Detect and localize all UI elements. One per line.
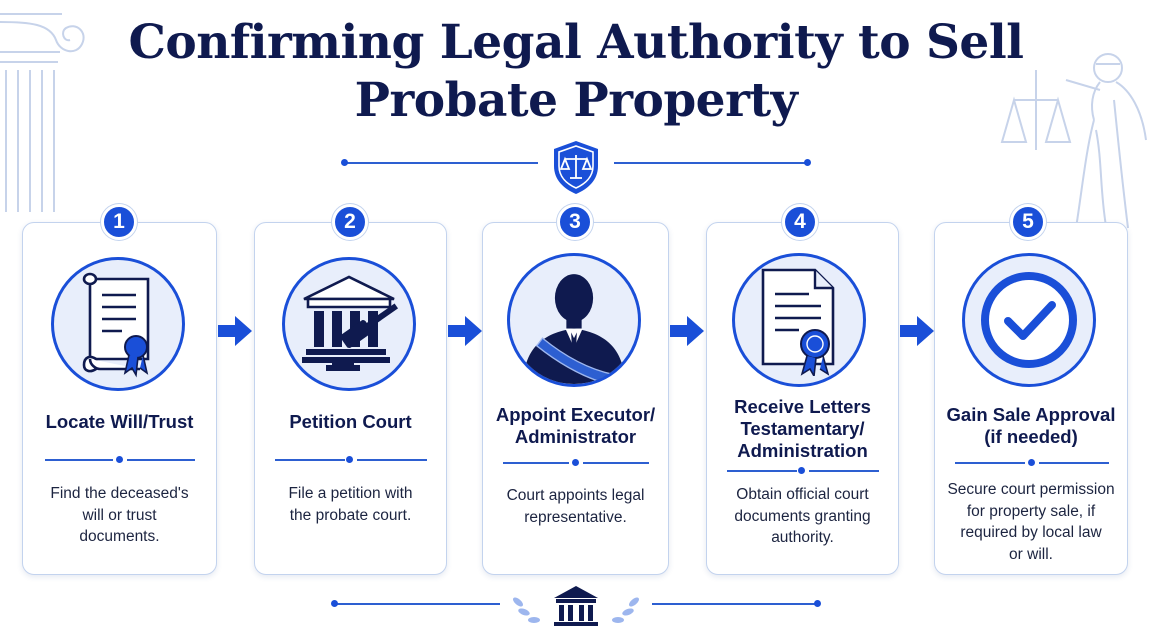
step-2-title: Petition Court <box>289 411 412 432</box>
step-card-3: Appoint Executor/ Administrator Court ap… <box>482 222 669 575</box>
step-3-separator-left <box>503 462 569 464</box>
arrow-right-icon <box>448 316 482 346</box>
step-1-separator-dot <box>116 456 123 463</box>
step-5-number-badge: 5 <box>1010 204 1046 240</box>
step-3-number-badge: 3 <box>557 204 593 240</box>
step-card-5: Gain Sale Approval (if needed) Secure co… <box>934 222 1128 575</box>
lady-justice-decoration <box>1000 53 1147 229</box>
step-3-separator-dot <box>572 459 579 466</box>
step-5-separator-right <box>1039 462 1109 464</box>
step-5-icon-circle <box>962 253 1096 387</box>
step-5-description: Secure court permission for property sal… <box>947 481 1115 563</box>
footer-rule-left <box>335 603 500 605</box>
page-title: Confirming Legal Authority to Sell Proba… <box>128 15 1024 128</box>
step-2-separator-dot <box>346 456 353 463</box>
step-card-4: Receive Letters Testamentary/ Administra… <box>706 222 899 575</box>
arrow-right-icon <box>670 316 704 346</box>
header-rule-dot-left <box>341 159 348 166</box>
header-rule-left <box>345 162 538 164</box>
certificate-document-icon <box>761 268 835 376</box>
will-scroll-icon <box>82 272 150 378</box>
step-card-2: Petition Court File a petition with the … <box>254 222 447 575</box>
step-4-title: Receive Letters Testamentary/ Administra… <box>734 396 871 461</box>
header-rule-dot-right <box>804 159 811 166</box>
step-4-icon-circle <box>732 253 866 387</box>
step-3-separator-right <box>583 462 649 464</box>
step-2-description: File a petition with the probate court. <box>288 485 413 524</box>
step-2-separator-left <box>275 459 345 461</box>
step-1-number-badge: 1 <box>101 204 137 240</box>
executor-person-icon <box>523 274 625 384</box>
step-4-number-badge: 4 <box>782 204 818 240</box>
step-1-separator-left <box>45 459 113 461</box>
step-1-description: Find the deceased's will or trust docume… <box>50 485 189 545</box>
step-5-separator-dot <box>1028 459 1035 466</box>
step-1-icon-circle <box>51 257 185 391</box>
arrow-right-icon <box>900 316 934 346</box>
step-card-1: Locate Will/Trust Find the deceased's wi… <box>22 222 217 575</box>
footer-rule-right <box>652 603 817 605</box>
courthouse-gavel-icon <box>302 275 399 371</box>
shield-scales-icon <box>554 141 598 194</box>
step-1-separator-right <box>127 459 195 461</box>
arrow-right-icon <box>218 316 252 346</box>
step-5-separator-left <box>955 462 1025 464</box>
column-decoration <box>0 13 85 212</box>
header-rule-right <box>614 162 807 164</box>
step-2-separator-right <box>357 459 427 461</box>
checkmark-icon <box>981 272 1077 368</box>
footer-rule-dot-right <box>814 600 821 607</box>
step-4-separator-dot <box>798 467 805 474</box>
step-3-icon-circle <box>507 253 641 387</box>
step-3-description: Court appoints legal representative. <box>506 487 645 526</box>
step-1-title: Locate Will/Trust <box>45 411 194 432</box>
footer-rule-dot-left <box>331 600 338 607</box>
step-4-description: Obtain official court documents granting… <box>734 486 871 546</box>
step-3-title: Appoint Executor/ Administrator <box>495 404 656 447</box>
step-4-separator-right <box>809 470 879 472</box>
laurel-courthouse-icon <box>513 586 639 626</box>
step-5-title: Gain Sale Approval (if needed) <box>946 404 1116 447</box>
step-2-icon-circle <box>282 257 416 391</box>
step-2-number-badge: 2 <box>332 204 368 240</box>
step-4-separator-left <box>727 470 797 472</box>
